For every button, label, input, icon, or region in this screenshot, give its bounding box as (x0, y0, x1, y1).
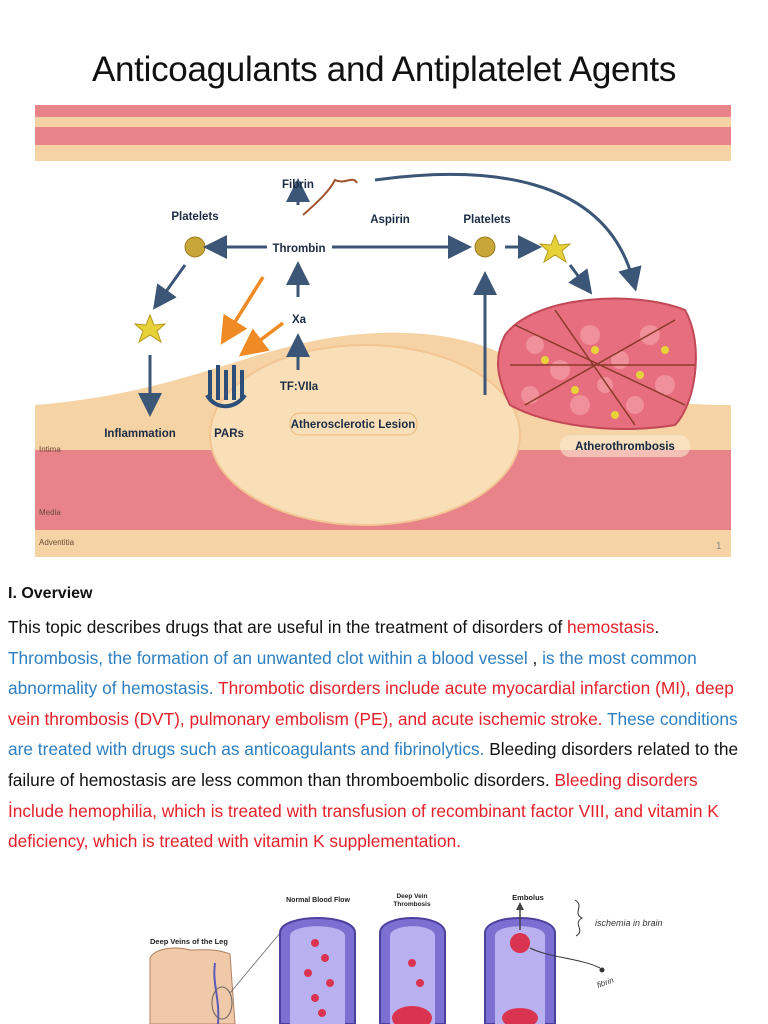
label-media: Media (39, 508, 61, 517)
overview-heading: I. Overview (8, 585, 93, 602)
pars-receptor (205, 365, 247, 409)
label-inflammation: Inflammation (104, 428, 176, 440)
text-segment: , (527, 647, 543, 668)
text-segment-treatment: These conditions are treated with drugs … (8, 708, 738, 760)
label-pars: PARs (214, 428, 244, 440)
platelet-right (474, 236, 496, 258)
text-segment-bleeding-disorders: Bleeding disorders İnclude hemophilia, w… (8, 769, 719, 852)
dvt-diagram: Deep Veins of the Leg Normal Blood Flow … (149, 893, 663, 1024)
text-segment-thrombosis-definition: Thrombosis, the formation of an unwanted… (8, 647, 528, 668)
vessel-embolus (484, 902, 556, 1024)
label-aspirin: Aspirin (370, 214, 410, 226)
label-xa: Xa (292, 314, 307, 326)
label-dvt-line2: Thrombosis (393, 901, 431, 908)
activated-platelet-right (538, 233, 572, 264)
label-tf-viia: TF:VIIa (280, 381, 319, 393)
activated-platelet-left (133, 313, 167, 344)
vessel-deep-vein-thrombosis (379, 917, 446, 1024)
atherothrombosis-diagram: Fibrin Platelets Thrombin Aspirin Platel… (35, 105, 731, 557)
vessel-wall-top-red (35, 105, 731, 117)
label-adventitia: Adventitia (39, 538, 75, 547)
atherothrombosis-clot (497, 297, 697, 430)
fibrin-strand (302, 178, 358, 216)
embolus-clot (510, 933, 530, 953)
handwritten-fibrin-note: fibrin (596, 975, 616, 990)
label-platelets-right: Platelets (463, 214, 510, 226)
arrow-fibrin-to-clot (374, 173, 642, 292)
text-segment-hemostasis: hemostasis (567, 617, 655, 637)
text-segment-thrombotic-disorders: Thrombotic disorders include acute myoca… (8, 678, 734, 729)
vessel-wall-adventitia (35, 530, 731, 557)
slide-number: 1 (716, 541, 722, 552)
text-segment: Bleeding disorders related to the failur… (8, 739, 739, 790)
label-intima: Intima (39, 445, 61, 454)
label-atherothrombosis-overlay: Atherothrombosis (575, 441, 675, 453)
label-dvt-line1: Deep Vein (396, 893, 427, 900)
overview-paragraph: This topic describes drugs that are usef… (8, 612, 758, 857)
label-normal-blood-flow: Normal Blood Flow (286, 897, 350, 904)
label-thrombin: Thrombin (272, 243, 325, 255)
vessel-normal-flow (279, 917, 356, 1024)
text-segment: . (654, 617, 660, 637)
label-fibrin: Fibrin (282, 179, 314, 191)
text-segment: This topic describes drugs that are usef… (8, 617, 568, 637)
handwritten-brace (574, 899, 584, 937)
label-atherosclerotic-lesion: Atherosclerotic Lesion (291, 419, 416, 431)
label-deep-veins: Deep Veins of the Leg (150, 937, 228, 946)
leg-illustration (149, 947, 236, 1024)
label-platelets-left: Platelets (171, 211, 218, 223)
handwritten-ischemia-note: ischemia in brain (595, 918, 663, 928)
label-embolus: Embolus (512, 893, 544, 902)
page-title: Anticoagulants and Antiplatelet Agents (91, 50, 677, 89)
text-segment-common-abnormality: is the most common abnormality of hemost… (8, 647, 697, 699)
platelet-left (184, 236, 206, 258)
